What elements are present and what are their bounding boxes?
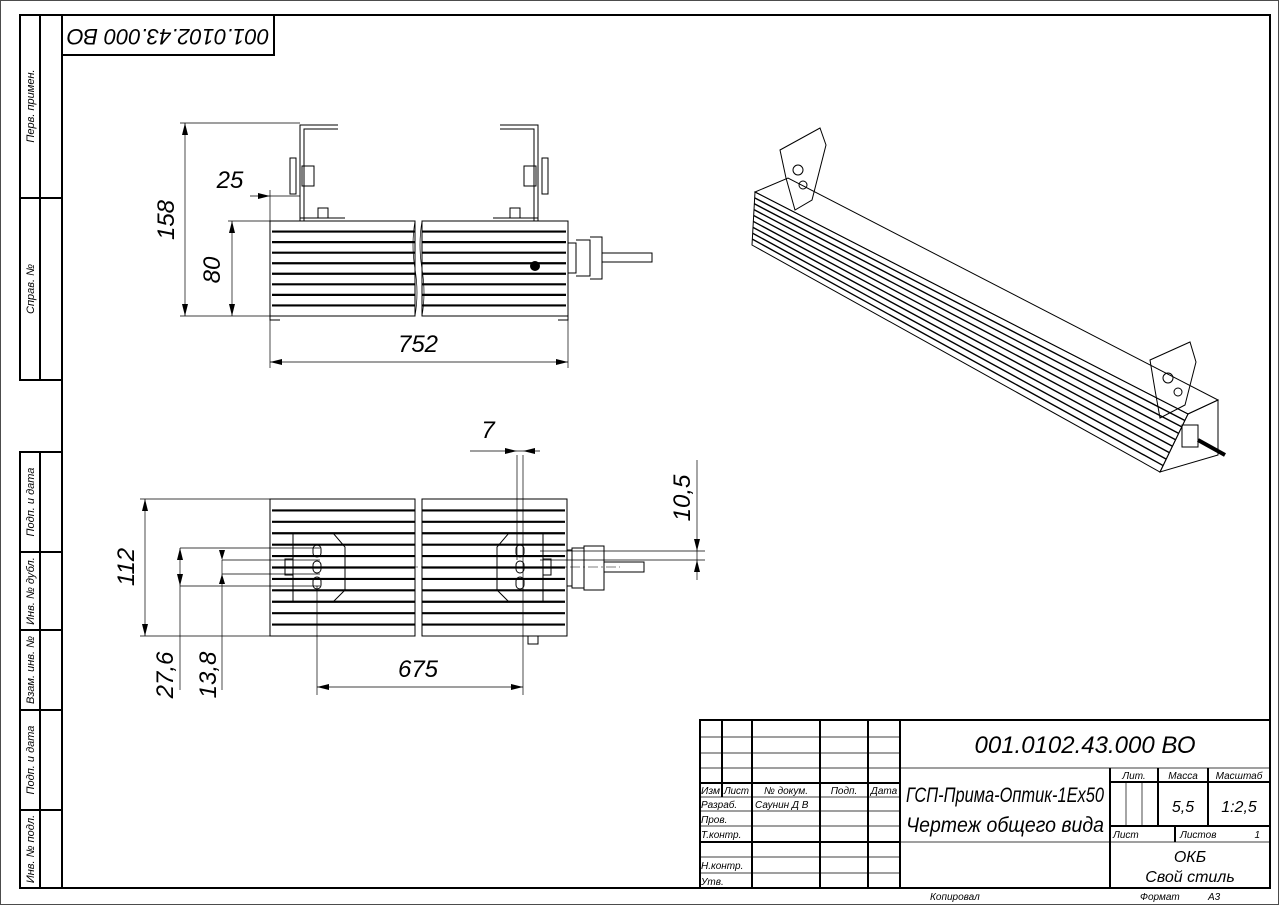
strip-label-perv-primen: Перв. примен. [25, 69, 37, 142]
header-izm: Изм [701, 786, 720, 797]
iso-fin [752, 226, 1170, 454]
sheets-value: 1 [1254, 830, 1260, 841]
dim-80: 80 [199, 256, 226, 283]
title-name-line1: ГСП-Прима-Оптик-1Ex50 [906, 784, 1104, 807]
side-view: 158 80 25 752 [153, 122, 653, 368]
dim-25: 25 [216, 167, 244, 194]
strip-label-sprav-no: Справ. № [25, 264, 37, 314]
title-code: 001.0102.43.000 ВО [975, 732, 1196, 759]
role-razrab: Разраб. [701, 799, 737, 811]
sheet-label: Лист [1112, 830, 1139, 841]
iso-fin [754, 203, 1183, 428]
dim-675: 675 [398, 656, 439, 683]
title-name-line2: Чертеж общего вида [906, 814, 1104, 837]
iso-gland [1181, 424, 1199, 448]
dim-752: 752 [398, 331, 438, 358]
cable [602, 252, 653, 263]
dim-13-8: 13,8 [195, 651, 222, 698]
cable-gland [568, 236, 603, 280]
bottom-view: 112 27,6 13,8 675 7 10,5 [113, 417, 705, 699]
org-line2: Свой стиль [1145, 869, 1234, 886]
copied-label: Копировал [930, 892, 980, 903]
role-utv: Утв. [700, 877, 724, 888]
side-strip-bottom: Подп. и дата Инв. № дубл. Взам. инв. № П… [19, 451, 63, 889]
header-date: Дата [870, 786, 898, 797]
isometric-view [751, 127, 1226, 473]
rotated-code-box: 001.0102.43.000 ВО [61, 14, 275, 56]
iso-fin [752, 232, 1167, 460]
side-strip-top: Перв. примен. Справ. № [19, 14, 63, 381]
role-nkontr: Н.контр. [701, 861, 743, 872]
side-view-brackets [289, 124, 653, 280]
title-block: 001.0102.43.000 ВО ГСП-Прима-Оптик-1Ex50… [699, 719, 1271, 903]
dim-158: 158 [153, 199, 180, 240]
header-list: Лист [723, 786, 749, 797]
mount-plate-left [292, 532, 346, 603]
dim-10-5: 10,5 [669, 474, 696, 521]
header-sign: Подп. [831, 786, 858, 797]
iso-fin [754, 197, 1186, 422]
role-prov: Пров. [701, 815, 727, 826]
strip-label-vzam-inv: Взам. инв. № [25, 636, 37, 704]
side-view-body [269, 220, 569, 321]
lit-label: Лит. [1121, 771, 1145, 782]
mass-value: 5,5 [1172, 799, 1194, 816]
strip-label-inv-podl: Инв. № подл. [25, 815, 37, 883]
role-tkontr: Т.контр. [701, 830, 741, 841]
scale-label: Масштаб [1216, 770, 1263, 782]
iso-bracket-right [1149, 341, 1197, 419]
sheets-label: Листов [1179, 830, 1216, 841]
iso-fin [753, 209, 1179, 434]
mount-plate-right [496, 532, 544, 603]
side-view-screw [530, 261, 540, 271]
strip-label-podp-data-1: Подп. и дата [25, 468, 37, 537]
header-doc-no: № докум. [764, 786, 808, 797]
rotated-code: 001.0102.43.000 ВО [67, 24, 270, 49]
iso-fin [753, 220, 1173, 447]
dim-27-6: 27,6 [152, 651, 179, 699]
format-label: Формат [1140, 892, 1180, 903]
dim-7: 7 [481, 417, 496, 444]
strip-label-inv-dubl: Инв. № дубл. [25, 557, 37, 625]
scale-value: 1:2,5 [1221, 799, 1257, 816]
iso-bracket-left [779, 127, 827, 211]
mass-label: Масса [1168, 771, 1198, 782]
dim-112: 112 [113, 548, 140, 586]
org-line1: ОКБ [1174, 849, 1206, 866]
developer-name: Саунин Д В [755, 800, 809, 811]
strip-label-podp-data-2: Подп. и дата [25, 726, 37, 795]
iso-fin [753, 214, 1176, 441]
format-value: А3 [1207, 892, 1221, 903]
iso-fin [751, 238, 1164, 467]
